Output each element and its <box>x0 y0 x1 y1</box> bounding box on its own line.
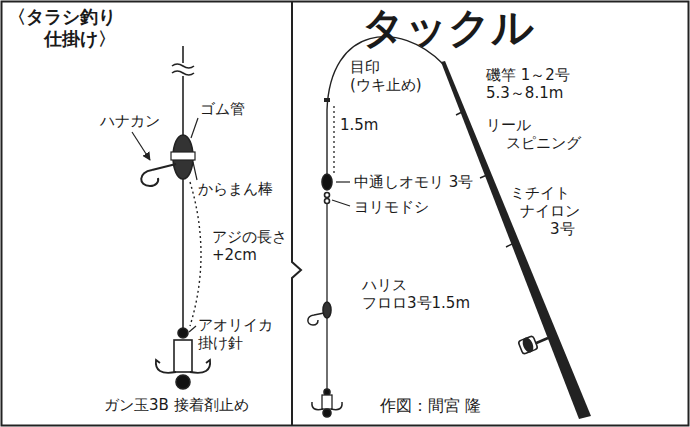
text-line: (ウキ止め) <box>350 76 422 94</box>
part-label: 磯竿 1～2号5.3～8.1m <box>486 66 570 102</box>
text-line: 磯竿 1～2号 <box>486 66 570 84</box>
part-label: アオリイカ掛け針 <box>198 316 273 352</box>
part-label: リールスピニング <box>486 116 581 152</box>
text-line: タックル <box>362 3 534 53</box>
part-label: ガン玉3B 接着剤止め <box>104 396 249 414</box>
text-line: 目印 <box>350 58 422 76</box>
dimension-label: 1.5m <box>340 116 378 134</box>
credit-note: 作図：間宮 隆 <box>380 396 481 415</box>
text-line: 中通しオモリ 3号 <box>354 173 473 191</box>
text-line: ヨリモドシ <box>354 198 429 216</box>
part-label: 中通しオモリ 3号 <box>354 173 473 191</box>
part-label: ヨリモドシ <box>354 198 429 216</box>
dimension-label: アジの長さ+2cm <box>212 228 287 264</box>
text-line: 作図：間宮 隆 <box>380 396 481 415</box>
text-line: ガン玉3B 接着剤止め <box>104 396 249 414</box>
text-line: 〈タラシ釣り <box>8 6 116 28</box>
text-line: からまん棒 <box>198 180 273 198</box>
tackle-illustration <box>308 37 591 419</box>
text-line: 仕掛け〉 <box>8 28 116 50</box>
part-label: からまん棒 <box>198 180 273 198</box>
text-line: ハリス <box>362 276 470 294</box>
part-label: ゴム管 <box>200 100 245 118</box>
rig-title: 〈タラシ釣り仕掛け〉 <box>8 6 116 49</box>
part-label: ミチイトナイロン3号 <box>510 184 580 238</box>
part-label: ハリスフロロ3号1.5m <box>362 276 470 312</box>
text-line: ナイロン <box>510 202 580 220</box>
text-line: 1.5m <box>340 116 378 134</box>
text-line: アオリイカ <box>198 316 273 334</box>
text-line: アジの長さ <box>212 228 287 246</box>
text-line: ミチイト <box>510 184 580 202</box>
text-line: ハナカン <box>100 112 160 130</box>
text-line: +2cm <box>212 246 287 264</box>
text-line: 5.3～8.1m <box>486 84 570 102</box>
text-line: 掛け針 <box>198 334 273 352</box>
divider <box>292 2 301 425</box>
part-label: ハナカン <box>100 112 160 130</box>
text-line: リール <box>486 116 581 134</box>
text-line: フロロ3号1.5m <box>362 294 470 312</box>
part-label: 目印(ウキ止め) <box>350 58 422 94</box>
text-line: 3号 <box>510 220 580 238</box>
tackle-title: タックル <box>362 3 534 53</box>
text-line: ゴム管 <box>200 100 245 118</box>
text-line: スピニング <box>486 134 581 152</box>
